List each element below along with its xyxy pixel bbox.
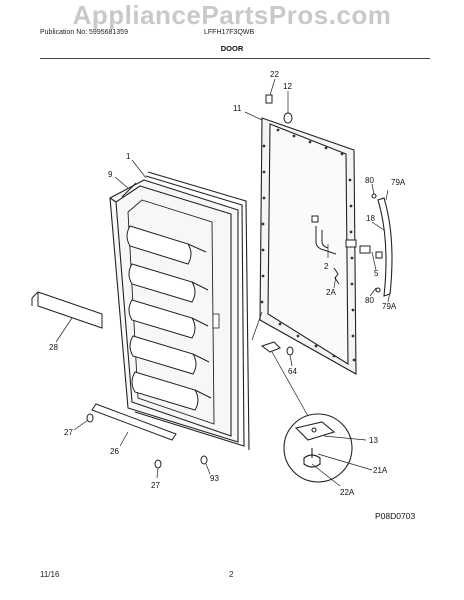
model-number: LFFH17F3QWB xyxy=(204,29,255,36)
callout-26: 26 xyxy=(110,447,119,456)
door-shelves xyxy=(126,225,220,411)
callout-12: 12 xyxy=(283,82,292,91)
callout-79a-top: 79A xyxy=(391,178,406,187)
callout-64: 64 xyxy=(288,367,297,376)
section-title: DOOR xyxy=(220,44,244,53)
callout-2a: 2A xyxy=(326,288,336,297)
callout-9: 9 xyxy=(108,170,113,179)
callout-5: 5 xyxy=(374,269,379,278)
callout-leader-lines xyxy=(55,78,391,487)
door-panel-screws xyxy=(260,128,356,362)
callout-1: 1 xyxy=(126,152,131,161)
bottom-trim-28 xyxy=(31,291,103,329)
callout-93: 93 xyxy=(210,474,219,483)
callout-13: 13 xyxy=(369,436,378,445)
door-handle xyxy=(371,193,393,297)
callout-22a: 22A xyxy=(340,488,355,497)
callout-18: 18 xyxy=(366,214,375,223)
callout-27-lower: 27 xyxy=(151,481,160,490)
footer-date: 11/16 xyxy=(40,570,60,579)
kick-plate-26 xyxy=(86,403,208,469)
watermark: AppliancePartsPros.com xyxy=(72,0,392,30)
callout-27-upper: 27 xyxy=(64,428,73,437)
callout-80-bottom: 80 xyxy=(365,296,374,305)
header-divider xyxy=(40,58,430,59)
hinge-detail-circle xyxy=(283,413,353,483)
bottom-hinge-parts xyxy=(260,341,294,356)
callout-11: 11 xyxy=(233,104,242,113)
callout-28: 28 xyxy=(49,343,58,352)
callout-21a: 21A xyxy=(373,466,388,475)
callout-79a-bottom: 79A xyxy=(382,302,397,311)
handle-bracket xyxy=(311,215,383,285)
publication-number: Publication No: 5995681359 xyxy=(40,29,128,36)
diagram-code: P08D0703 xyxy=(375,511,416,521)
callout-22: 22 xyxy=(270,70,279,79)
footer-page-number: 2 xyxy=(229,570,234,579)
top-hinge-parts xyxy=(265,94,293,124)
callout-80-top: 80 xyxy=(365,176,374,185)
callout-2: 2 xyxy=(324,262,329,271)
door-outer-panel xyxy=(259,117,357,375)
